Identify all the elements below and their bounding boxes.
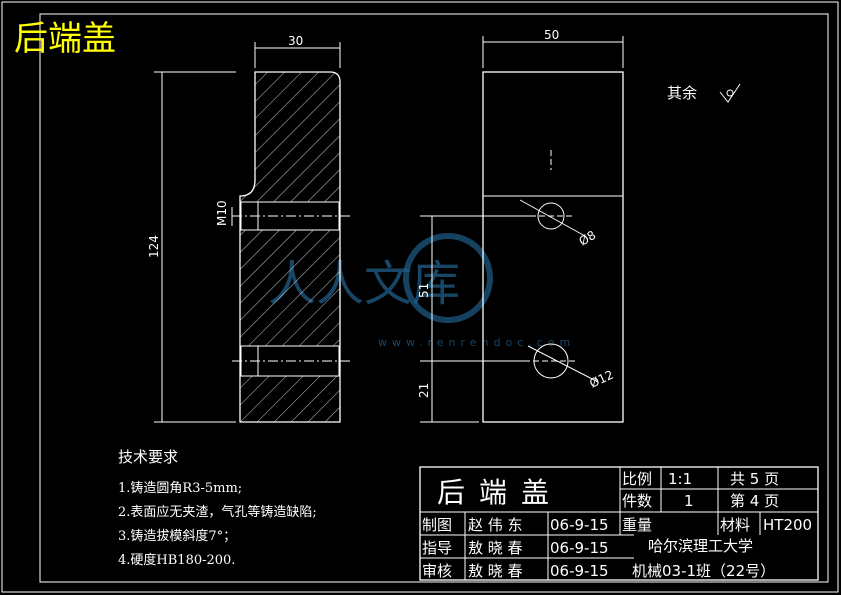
tb-total-pages: 共 5 页 (730, 470, 779, 488)
tech-heading: 技术要求 (118, 448, 178, 466)
section-body (239, 71, 341, 423)
leader-line (527, 345, 599, 383)
tb-drawn-date: 06-9-15 (550, 516, 609, 534)
tb-page-no: 第 4 页 (730, 492, 779, 510)
title-block: 后端盖 比例 1:1 共 5 页 件数 1 第 4 页 制图 赵 伟 东 06-… (419, 466, 819, 581)
tb-scale-value: 1:1 (668, 470, 692, 488)
tech-item: 3.铸造拔模斜度7°； (118, 528, 236, 544)
tb-material-value: HT200 (763, 516, 812, 534)
tb-part-name: 后端盖 (437, 476, 563, 509)
tb-review-name: 敖 晓 春 (468, 562, 523, 580)
dim-d8: Ø8 (577, 228, 599, 249)
dim-21: 21 (417, 383, 431, 398)
dim-d12: Ø12 (587, 368, 615, 391)
tech-item: 1.铸造圆角R3-5mm; (118, 480, 242, 496)
tb-guide-date: 06-9-15 (550, 539, 609, 557)
leader-line (519, 199, 586, 237)
part-title: 后端盖 (14, 19, 116, 59)
roughness-circle-icon (726, 89, 734, 97)
watermark-url: www.renrendoc.com (378, 336, 575, 349)
tech-item: 2.表面应无夹渣，气孔等铸造缺陷; (118, 504, 317, 520)
tb-drawn-label: 制图 (422, 516, 452, 534)
roughness-note: 其余 (667, 84, 697, 102)
tech-item: 4.硬度HB180-200. (118, 552, 235, 568)
inner-frame (39, 13, 829, 583)
front-view: Ø8 Ø12 50 51 21 (417, 28, 624, 423)
roughness-symbol-icon (719, 83, 741, 103)
tb-guide-label: 指导 (422, 539, 452, 557)
watermark-ring-icon (403, 233, 493, 323)
tb-scale-label: 比例 (622, 470, 652, 488)
section-view: M10 30 124 (147, 34, 350, 423)
dim-50: 50 (544, 28, 559, 42)
tb-qty-label: 件数 (622, 492, 652, 510)
tb-guide-name: 敖 晓 春 (468, 539, 523, 557)
front-body (482, 71, 624, 423)
tb-review-date: 06-9-15 (550, 562, 609, 580)
dim-51: 51 (417, 283, 431, 298)
dim-124: 124 (147, 235, 161, 258)
tb-class: 机械03-1班（22号） (632, 562, 775, 580)
hole-m10 (537, 202, 565, 230)
tb-weight-label: 重量 (622, 516, 652, 534)
title-block-border (419, 466, 819, 581)
tech-requirements: 技术要求 1.铸造圆角R3-5mm; 2.表面应无夹渣，气孔等铸造缺陷; 3.铸… (118, 448, 317, 568)
tb-qty-value: 1 (684, 492, 694, 510)
tb-review-label: 审核 (422, 562, 452, 580)
tb-material-label: 材料 (720, 516, 750, 534)
dim-30: 30 (288, 34, 303, 48)
tb-school: 哈尔滨理工大学 (648, 537, 753, 555)
dim-m10: M10 (215, 200, 229, 226)
tb-drawn-name: 赵 伟 东 (468, 516, 523, 534)
